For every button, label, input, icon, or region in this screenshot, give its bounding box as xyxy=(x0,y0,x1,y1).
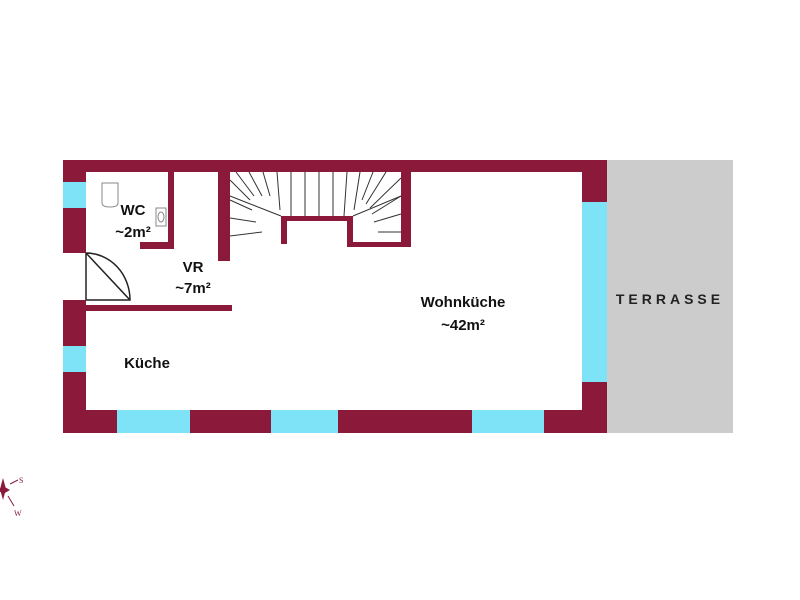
stair-wall-left xyxy=(218,172,230,261)
wall-left-mid xyxy=(63,208,86,253)
wall-left-upper xyxy=(63,160,86,182)
window-bottom-3 xyxy=(472,410,544,433)
wall-right-upper xyxy=(582,160,607,202)
stair-landing-left-wall xyxy=(281,216,287,244)
window-right xyxy=(582,202,607,382)
exterior-walls xyxy=(63,160,607,433)
room-name-wc: WC xyxy=(121,202,146,219)
staircase-icon xyxy=(229,171,402,237)
wall-left-lower-a xyxy=(63,300,86,346)
compass-letter-s: S xyxy=(19,476,23,485)
door-swing-icon xyxy=(85,252,131,301)
terrace-label: TERRASSE xyxy=(616,291,724,307)
window-bottom-2 xyxy=(271,410,338,433)
room-name-vr: VR xyxy=(183,259,204,276)
wall-left-lower-b xyxy=(63,372,86,433)
wall-right-lower xyxy=(582,382,607,433)
room-area-wohnkueche: ~42m² xyxy=(441,317,485,334)
room-name-wohnkueche: Wohnküche xyxy=(421,294,506,311)
compass-letter-w: W xyxy=(14,509,22,518)
interior-walls xyxy=(86,172,411,311)
stair-landing-bottom-right xyxy=(347,242,411,247)
sink-icon xyxy=(155,207,167,227)
window-left-lower xyxy=(63,346,86,372)
wall-top xyxy=(63,160,607,172)
window-left-upper xyxy=(63,182,86,208)
room-name-kueche: Küche xyxy=(124,355,170,372)
vr-wall-bottom xyxy=(86,305,232,311)
room-area-vr: ~7m² xyxy=(175,280,210,297)
stair-wall-right xyxy=(401,172,411,247)
room-area-wc: ~2m² xyxy=(115,224,150,241)
wc-wall-right xyxy=(168,172,174,242)
window-bottom-1 xyxy=(117,410,190,433)
terrace-area xyxy=(607,160,733,433)
compass-icon: S W xyxy=(0,476,23,518)
wc-wall-bottom xyxy=(140,242,174,249)
stair-landing-top-wall xyxy=(281,216,353,221)
windows xyxy=(63,182,607,433)
stair-landing-right-wall xyxy=(347,216,353,244)
toilet-icon xyxy=(101,182,119,208)
